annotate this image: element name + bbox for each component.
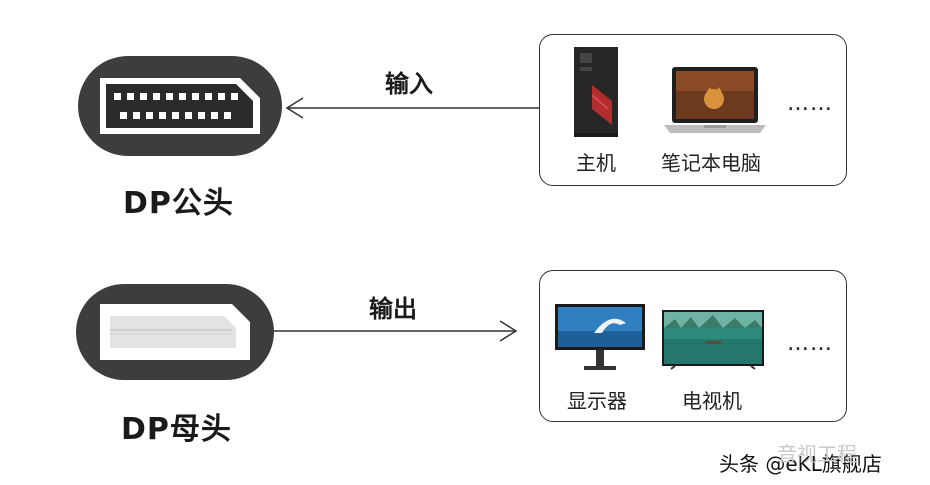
device-label-monitor: 显示器 (567, 389, 627, 413)
connector-pin (224, 112, 231, 119)
desktop-tower-icon (572, 45, 620, 139)
connector-pin (140, 93, 147, 100)
device-label-laptop: 笔记本电脑 (661, 151, 761, 175)
connector-pin (166, 93, 173, 100)
television-icon (661, 309, 765, 373)
connector-pin (133, 112, 140, 119)
more-devices-ellipsis: …… (787, 91, 833, 116)
more-devices-ellipsis: …… (787, 331, 833, 356)
input-arrow (283, 96, 543, 120)
laptop-icon (664, 65, 766, 137)
connector-pin (146, 112, 153, 119)
watermark-overlay: 音视工程 (777, 442, 857, 466)
output-arrow (274, 319, 520, 343)
source-devices-box: 主机 笔记本电脑 …… (539, 34, 847, 186)
connector-pin (179, 93, 186, 100)
connector-pin (185, 112, 192, 119)
monitor-icon (554, 303, 646, 375)
connector-pin (159, 112, 166, 119)
connector-pin (153, 93, 160, 100)
watermark-text: @eKL旗舰店 (765, 452, 882, 476)
connector-pin (127, 93, 134, 100)
connector-pin (205, 93, 212, 100)
connector-pin (120, 112, 127, 119)
watermark: 头条 音视工程 @eKL旗舰店 (719, 442, 882, 477)
input-label: 输入 (385, 70, 433, 98)
dp-male-label: DP公头 (123, 186, 234, 221)
device-label-television: 电视机 (682, 389, 742, 413)
connector-pin (211, 112, 218, 119)
connector-pin (218, 93, 225, 100)
device-label-desktop: 主机 (576, 151, 616, 175)
dp-female-label: DP母头 (121, 412, 232, 447)
dp-female-connector-icon (76, 284, 274, 380)
connector-pin (172, 112, 179, 119)
watermark-prefix: 头条 (719, 452, 759, 476)
output-label: 输出 (369, 295, 417, 323)
output-devices-box: 显示器 电视机 …… (539, 270, 847, 422)
connector-pin (198, 112, 205, 119)
connector-pin (114, 93, 121, 100)
connector-pin (192, 93, 199, 100)
dp-male-connector-icon (78, 56, 282, 156)
connector-pin (231, 93, 238, 100)
